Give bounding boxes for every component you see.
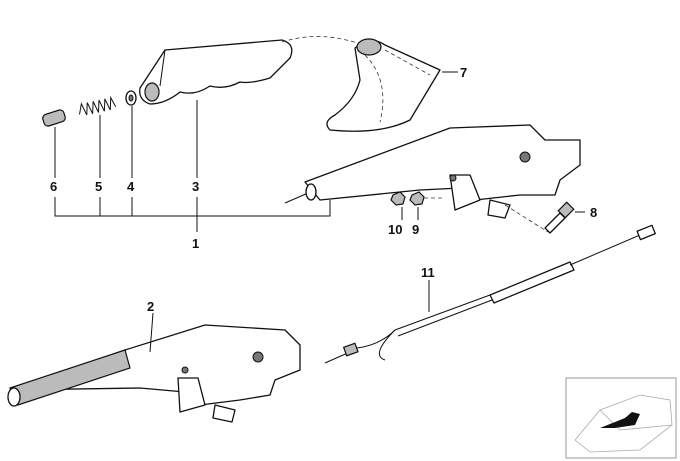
callout-10: 10 <box>388 222 402 237</box>
part-4-washer[interactable] <box>125 90 137 106</box>
part-6-pin[interactable] <box>42 109 67 127</box>
callout-11: 11 <box>421 265 435 280</box>
callout-2: 2 <box>147 299 154 314</box>
part-8-bolt[interactable] <box>544 201 575 234</box>
callout-6: 6 <box>50 179 57 194</box>
callout-1: 1 <box>192 236 199 251</box>
part-2-lever-assembly[interactable] <box>7 324 301 423</box>
part-11-cable[interactable] <box>324 224 656 364</box>
callout-5: 5 <box>95 179 102 194</box>
callout-3: 3 <box>192 179 199 194</box>
callout-4: 4 <box>127 179 135 194</box>
part-7-boot[interactable] <box>326 38 441 132</box>
highlight-arrow <box>600 412 640 428</box>
callout-9: 9 <box>412 222 419 237</box>
part-3-grip[interactable] <box>139 39 293 105</box>
handbrake-lever-upper[interactable] <box>284 124 581 219</box>
callout-8: 8 <box>590 205 597 220</box>
callout-7: 7 <box>460 65 467 80</box>
car-location-thumbnail <box>565 377 677 459</box>
part-10-nut[interactable] <box>390 191 406 206</box>
part-9-nut[interactable] <box>409 191 425 206</box>
part-5-spring[interactable] <box>77 95 117 116</box>
